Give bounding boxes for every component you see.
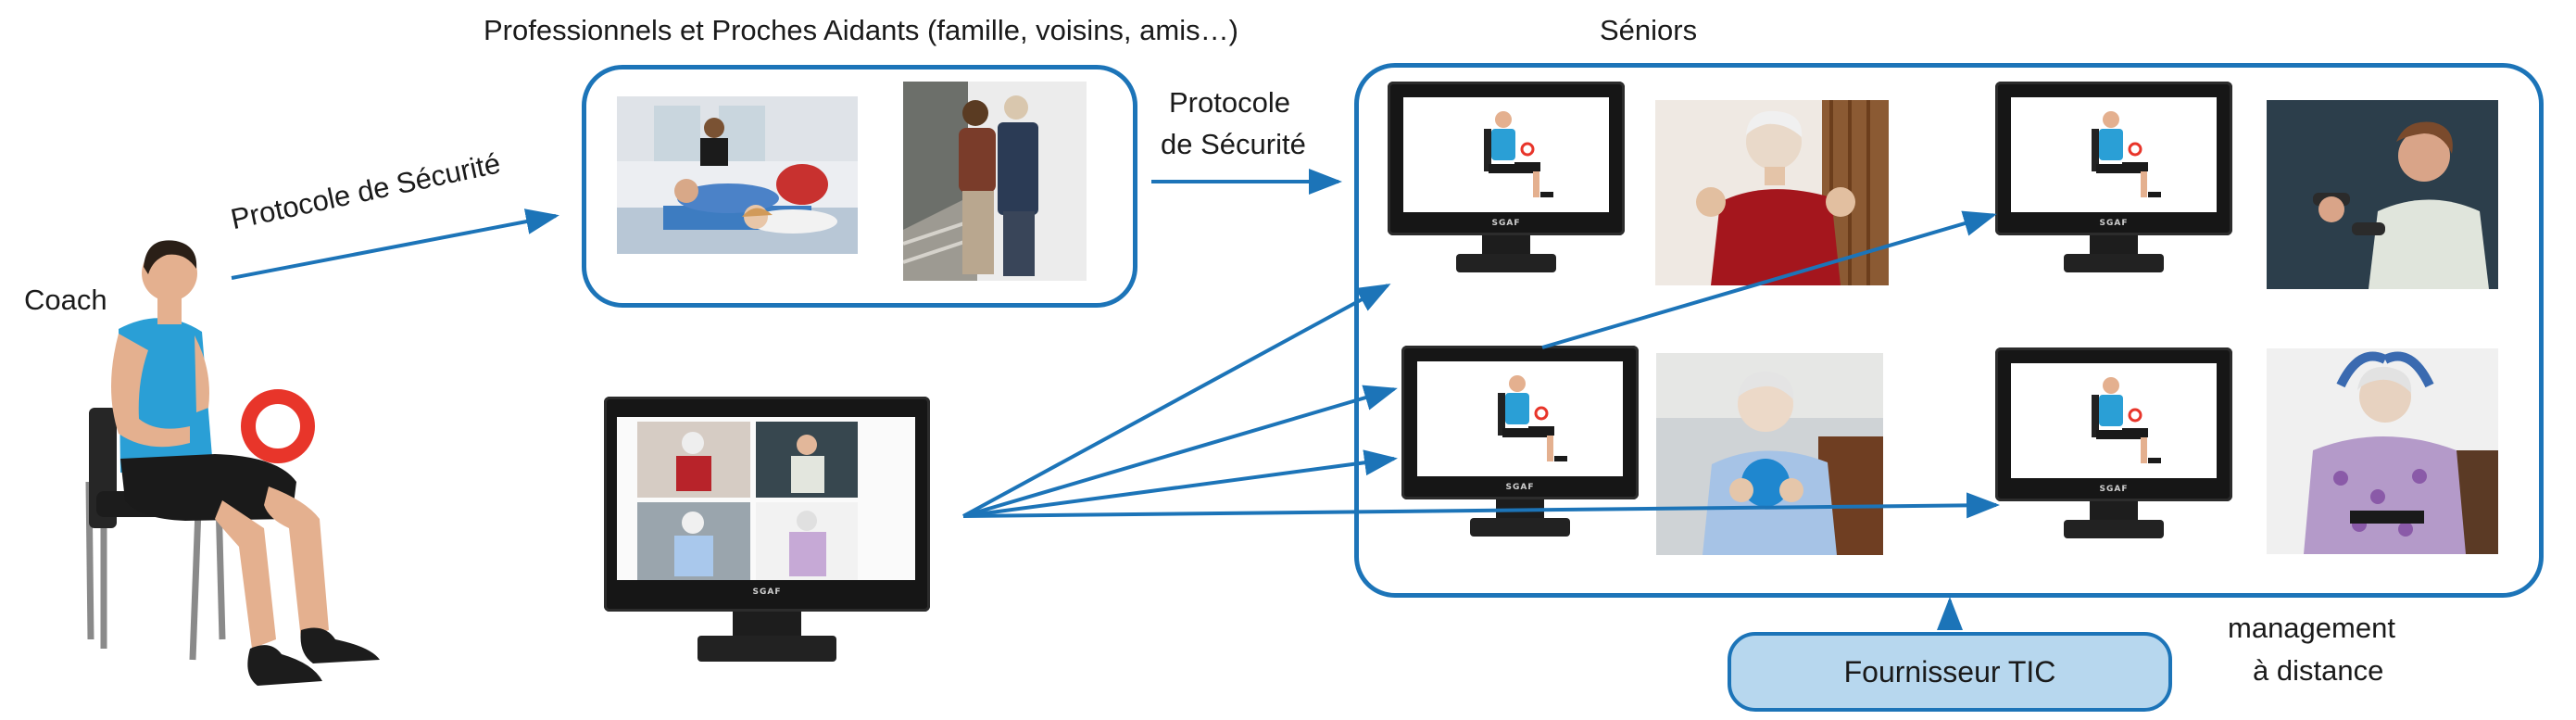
senior-monitor-2: SGAF xyxy=(1401,346,1639,537)
arrow-monitor-to-senior-1 xyxy=(962,284,1391,518)
arrow-monitor-to-senior-2a xyxy=(962,385,1398,518)
group-exercise-photo xyxy=(617,96,858,254)
arrow-coach-to-proches xyxy=(231,208,559,280)
senior-photo-floral xyxy=(2267,348,2498,554)
video-grid-icon xyxy=(617,417,915,580)
arrow-monitor-to-senior-2b xyxy=(962,449,1398,518)
management-label-line1: management xyxy=(2228,612,2395,644)
monitor-brand-label: SGAF xyxy=(752,587,782,597)
senior-monitor-3: SGAF xyxy=(1995,82,2232,272)
coach-monitor: SGAF xyxy=(604,397,930,663)
coach-stream-icon xyxy=(2011,97,2217,212)
fournisseur-tic-box: Fournisseur TIC xyxy=(1728,632,2172,712)
coach-stream-icon xyxy=(2011,363,2217,478)
senior-monitor-4: SGAF xyxy=(1995,347,2232,538)
senior-photo-blue-ball xyxy=(1656,353,1883,555)
red-ring-icon xyxy=(241,389,315,463)
senior-monitor-1: SGAF xyxy=(1388,82,1625,272)
coach-figure xyxy=(85,240,380,686)
coach-stream-icon xyxy=(1417,361,1623,476)
proches-title: Professionnels et Proches Aidants (famil… xyxy=(484,14,1238,46)
protocole-label-line2: de Sécurité xyxy=(1161,128,1306,160)
senior-photo-red-blouse xyxy=(1655,100,1889,285)
senior-photo-dumbbells xyxy=(2267,100,2498,289)
coach-stream-icon xyxy=(1403,97,1609,212)
protocole-label-line1: Protocole xyxy=(1169,86,1290,119)
helper-elderly-photo xyxy=(903,82,1087,281)
arrow-to-senior-3 xyxy=(1541,210,1997,349)
arrow-monitor-to-senior-4 xyxy=(962,492,2000,519)
proches-box xyxy=(582,65,1137,308)
coach-label: Coach xyxy=(24,284,107,316)
fournisseur-tic-label: Fournisseur TIC xyxy=(1843,654,2056,688)
shoe-icon xyxy=(300,627,380,663)
seniors-box xyxy=(1354,63,2544,598)
management-label-line2: à distance xyxy=(2253,654,2384,687)
seniors-title: Séniors xyxy=(1600,14,1698,46)
